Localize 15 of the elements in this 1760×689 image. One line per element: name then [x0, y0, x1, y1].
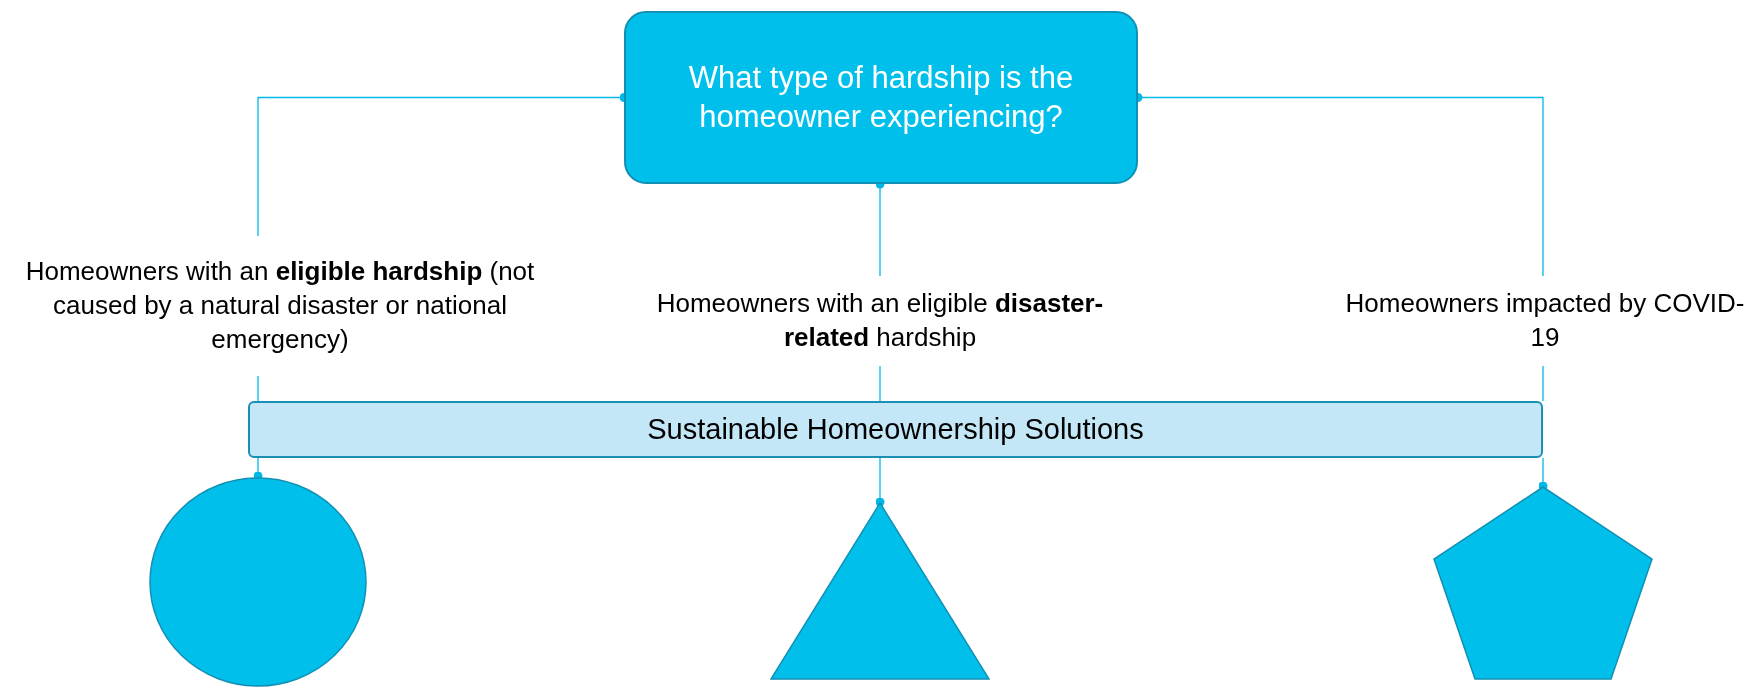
- category-text: Homeowners with an eligible hardship (not caused by a natural disaster or national emergency): [24, 255, 536, 356]
- connector-line: [875, 457, 885, 507]
- triangle-shape: [770, 502, 990, 680]
- connector-line: [879, 365, 881, 402]
- connector-line: [257, 375, 259, 402]
- solutions-bar: [248, 401, 1543, 458]
- question-box: [624, 11, 1138, 184]
- connector-line: [1542, 365, 1544, 402]
- pentagon-shape: [1433, 486, 1653, 680]
- connector-line: [1538, 457, 1548, 491]
- category-text: Homeowners impacted by COVID-19: [1344, 287, 1746, 354]
- circle-shape: [148, 476, 368, 688]
- bar-text: Sustainable Homeownership Solutions: [647, 415, 1144, 444]
- category-text: Homeowners with an eligible disaster-related hardship: [655, 287, 1105, 354]
- question-text: What type of hardship is the homeowner experiencing?: [687, 58, 1075, 136]
